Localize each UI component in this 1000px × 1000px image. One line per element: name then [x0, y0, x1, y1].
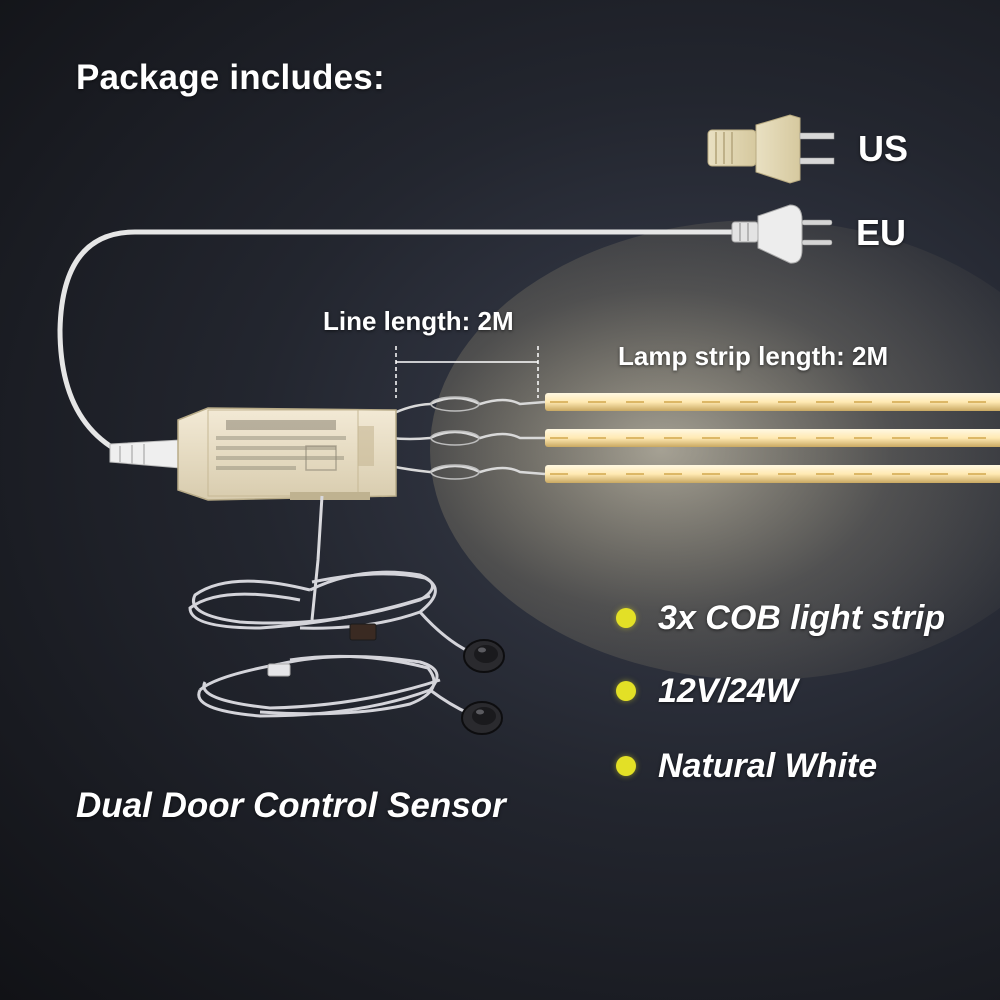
- cob-strip-2: [545, 429, 1000, 447]
- line-length-label: Line length: 2M: [323, 306, 514, 336]
- feature-text: Natural White: [658, 746, 878, 785]
- door-sensor-icon: [461, 639, 505, 735]
- feature-text: 3x COB light strip: [658, 598, 946, 637]
- strip-glow: [430, 220, 1000, 680]
- power-supply-icon: [109, 407, 397, 501]
- sensor-main-cable: [310, 495, 324, 621]
- feature-item: 3x COB light strip: [616, 598, 945, 638]
- bullet-dot-icon: [616, 681, 636, 701]
- us-plug-label: US: [858, 128, 909, 169]
- eu-plug-icon: [731, 204, 833, 264]
- feature-text: 12V/24W: [658, 671, 798, 710]
- bullet-dot-icon: [616, 756, 636, 776]
- cob-strip-1: [545, 393, 1000, 411]
- eu-plug-label: EU: [856, 212, 907, 253]
- power-cable: [57, 229, 735, 455]
- cob-strip-3: [545, 465, 1000, 483]
- strip-cables: [389, 396, 546, 476]
- line-length-dimension: [395, 346, 539, 398]
- page-title: Package includes:: [76, 58, 385, 97]
- sensor-label: Dual Door Control Sensor: [76, 786, 506, 825]
- strip-length-label: Lamp strip length: 2M: [618, 341, 889, 371]
- feature-item: 12V/24W: [616, 671, 798, 711]
- us-plug-icon: [707, 114, 835, 184]
- sensor-cable-coils: [188, 570, 471, 718]
- bullet-dot-icon: [616, 608, 636, 628]
- feature-item: Natural White: [616, 746, 877, 786]
